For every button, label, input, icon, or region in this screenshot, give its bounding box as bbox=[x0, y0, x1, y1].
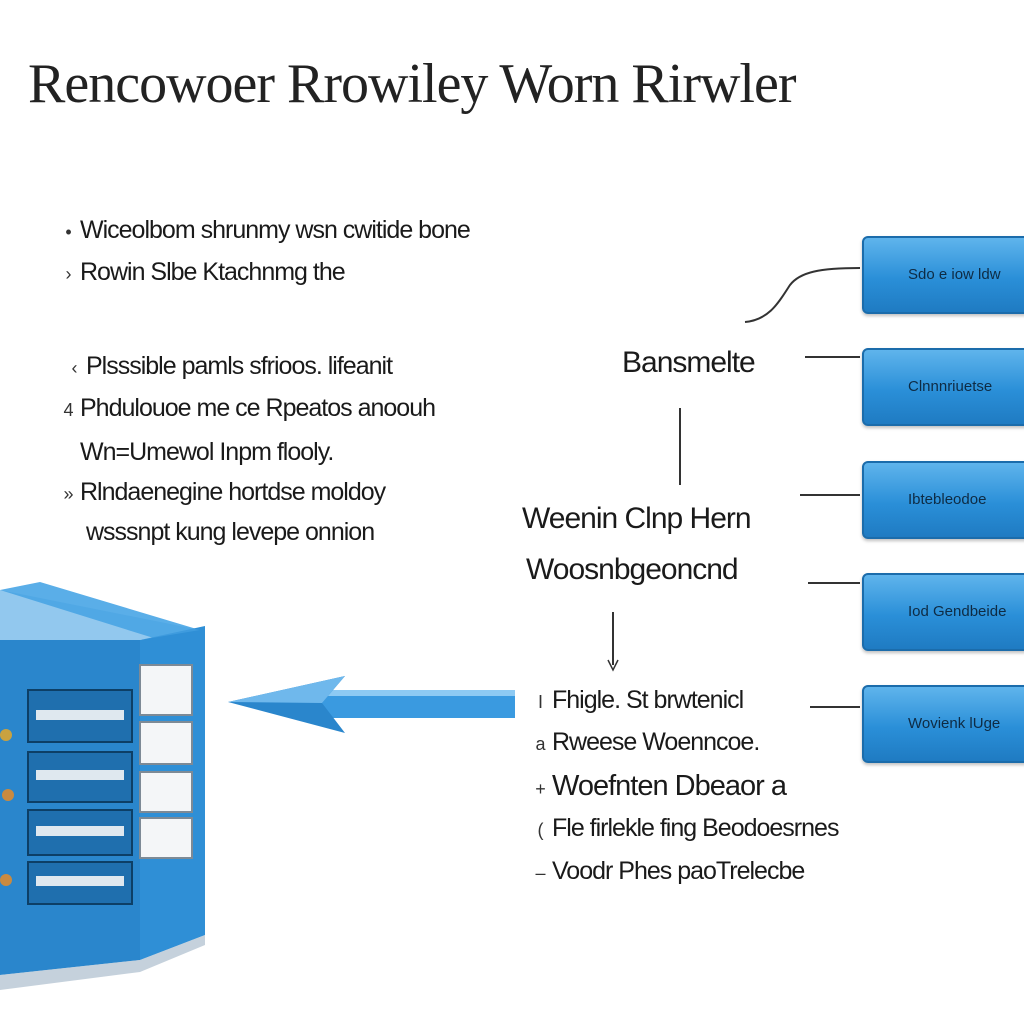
list-item: Wn=Umewol Inpm flooly. bbox=[80, 438, 334, 466]
center-label-top: Bansmelte bbox=[622, 346, 756, 379]
list-item: • Wiceolbom shrunmy wsn cwitide bone bbox=[65, 216, 470, 244]
list-item: ‹ Plsssible pamls sfrioos. lifeanit bbox=[71, 352, 394, 380]
list-item: a Rweese Woenncoe. bbox=[535, 728, 760, 756]
box-label: Wovienk lUge bbox=[908, 715, 1001, 732]
list-item: – Voodr Phes paoTrelecbe bbox=[535, 857, 805, 885]
diagram-title: Rencowoer Rrowiley Worn Rirwler bbox=[28, 53, 796, 115]
box-label: Sdo e iow ldw bbox=[908, 266, 1001, 283]
center-label-sub: Woosnbgeoncnd bbox=[526, 553, 739, 586]
blue-box: Iod Gendbeide bbox=[862, 573, 1024, 651]
blue-box: Ibtebleodoe bbox=[862, 461, 1024, 539]
list-item: I Fhigle. St brwtenicl bbox=[537, 686, 744, 714]
blue-box: Wovienk lUge bbox=[862, 685, 1024, 763]
list-item: » Rlndaenegine hortdse moldoy bbox=[63, 478, 386, 506]
list-item: + Woefnten Dbeaor a bbox=[535, 770, 787, 802]
left-arrow-icon bbox=[228, 676, 515, 733]
list-item: 4 Phdulouoe me ce Rpeatos anoouh bbox=[63, 394, 436, 422]
box-label: Clnnnriuetse bbox=[908, 378, 993, 395]
blue-box: Sdo e iow ldw bbox=[862, 236, 1024, 314]
center-label-middle: Weenin Clnp Hern bbox=[522, 502, 752, 535]
box-label: Iod Gendbeide bbox=[908, 603, 1007, 620]
list-item: wsssnpt kung levepe onnion bbox=[86, 518, 375, 546]
list-item: › Rowin Slbe Ktachnmg the bbox=[65, 258, 346, 286]
blue-box: Clnnnriuetse bbox=[862, 348, 1024, 426]
list-item: ( Fle firlekle fing Beodoesrnes bbox=[537, 814, 840, 842]
box-label: Ibtebleodoe bbox=[908, 491, 987, 508]
server-icon bbox=[0, 582, 205, 990]
